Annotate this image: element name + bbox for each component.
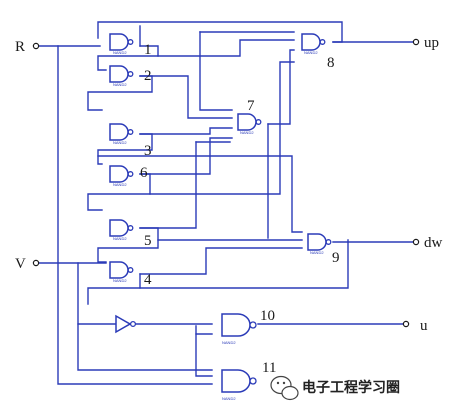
nand-gate-6 bbox=[109, 165, 134, 183]
nand-gate-5 bbox=[109, 219, 134, 237]
svg-text:NAND2: NAND2 bbox=[240, 130, 254, 135]
up-output-terminal bbox=[412, 38, 420, 46]
watermark-text: 电子工程学习圈 bbox=[302, 379, 400, 396]
nand-gate-2 bbox=[109, 65, 134, 83]
u-output-terminal bbox=[402, 320, 410, 328]
svg-text:NAND2: NAND2 bbox=[304, 50, 318, 55]
gate-type-labels: NAND2 NAND2 NAND2 NAND2 NAND2 NAND2 NAND… bbox=[113, 50, 324, 401]
output-label-dw: dw bbox=[424, 235, 443, 251]
svg-text:NAND2: NAND2 bbox=[222, 396, 236, 401]
watermark: 电子工程学习圈 bbox=[270, 375, 400, 401]
gate-number-2: 2 bbox=[144, 68, 152, 84]
svg-text:NAND2: NAND2 bbox=[113, 82, 127, 87]
nand-gate-11 bbox=[221, 369, 257, 393]
input-label-r: R bbox=[15, 39, 25, 55]
gate-number-1: 1 bbox=[144, 42, 152, 58]
nand-gate-10 bbox=[221, 313, 257, 337]
dw-output-terminal bbox=[412, 238, 420, 246]
wechat-icon bbox=[270, 375, 299, 401]
gate-number-5: 5 bbox=[144, 233, 152, 249]
svg-text:NAND2: NAND2 bbox=[113, 140, 127, 145]
nand-gate-8 bbox=[301, 33, 326, 51]
gate-number-11: 11 bbox=[262, 360, 276, 376]
gate-number-7: 7 bbox=[247, 98, 255, 114]
svg-text:NAND2: NAND2 bbox=[113, 278, 127, 283]
gate-number-3: 3 bbox=[144, 143, 152, 159]
nand-gate-9 bbox=[307, 233, 332, 251]
svg-text:NAND2: NAND2 bbox=[113, 50, 127, 55]
output-label-u: u bbox=[420, 318, 428, 334]
inverter bbox=[115, 314, 137, 334]
r-input-terminal bbox=[32, 42, 40, 50]
gate-number-10: 10 bbox=[260, 308, 275, 324]
input-label-v: V bbox=[15, 256, 26, 272]
nand-gate-4 bbox=[109, 261, 134, 279]
wires bbox=[37, 21, 415, 385]
output-label-up: up bbox=[424, 35, 439, 51]
gate-number-6: 6 bbox=[140, 165, 148, 181]
v-input-terminal bbox=[32, 259, 40, 267]
svg-text:NAND2: NAND2 bbox=[113, 182, 127, 187]
svg-text:NAND2: NAND2 bbox=[222, 340, 236, 345]
nand-gate-1 bbox=[109, 33, 134, 51]
gate-number-4: 4 bbox=[144, 272, 152, 288]
svg-text:NAND2: NAND2 bbox=[310, 250, 324, 255]
svg-text:NAND2: NAND2 bbox=[113, 236, 127, 241]
nand-gate-7 bbox=[237, 113, 262, 131]
gate-number-9: 9 bbox=[332, 250, 340, 266]
nand-gate-3 bbox=[109, 123, 134, 141]
gate-number-8: 8 bbox=[327, 55, 335, 71]
